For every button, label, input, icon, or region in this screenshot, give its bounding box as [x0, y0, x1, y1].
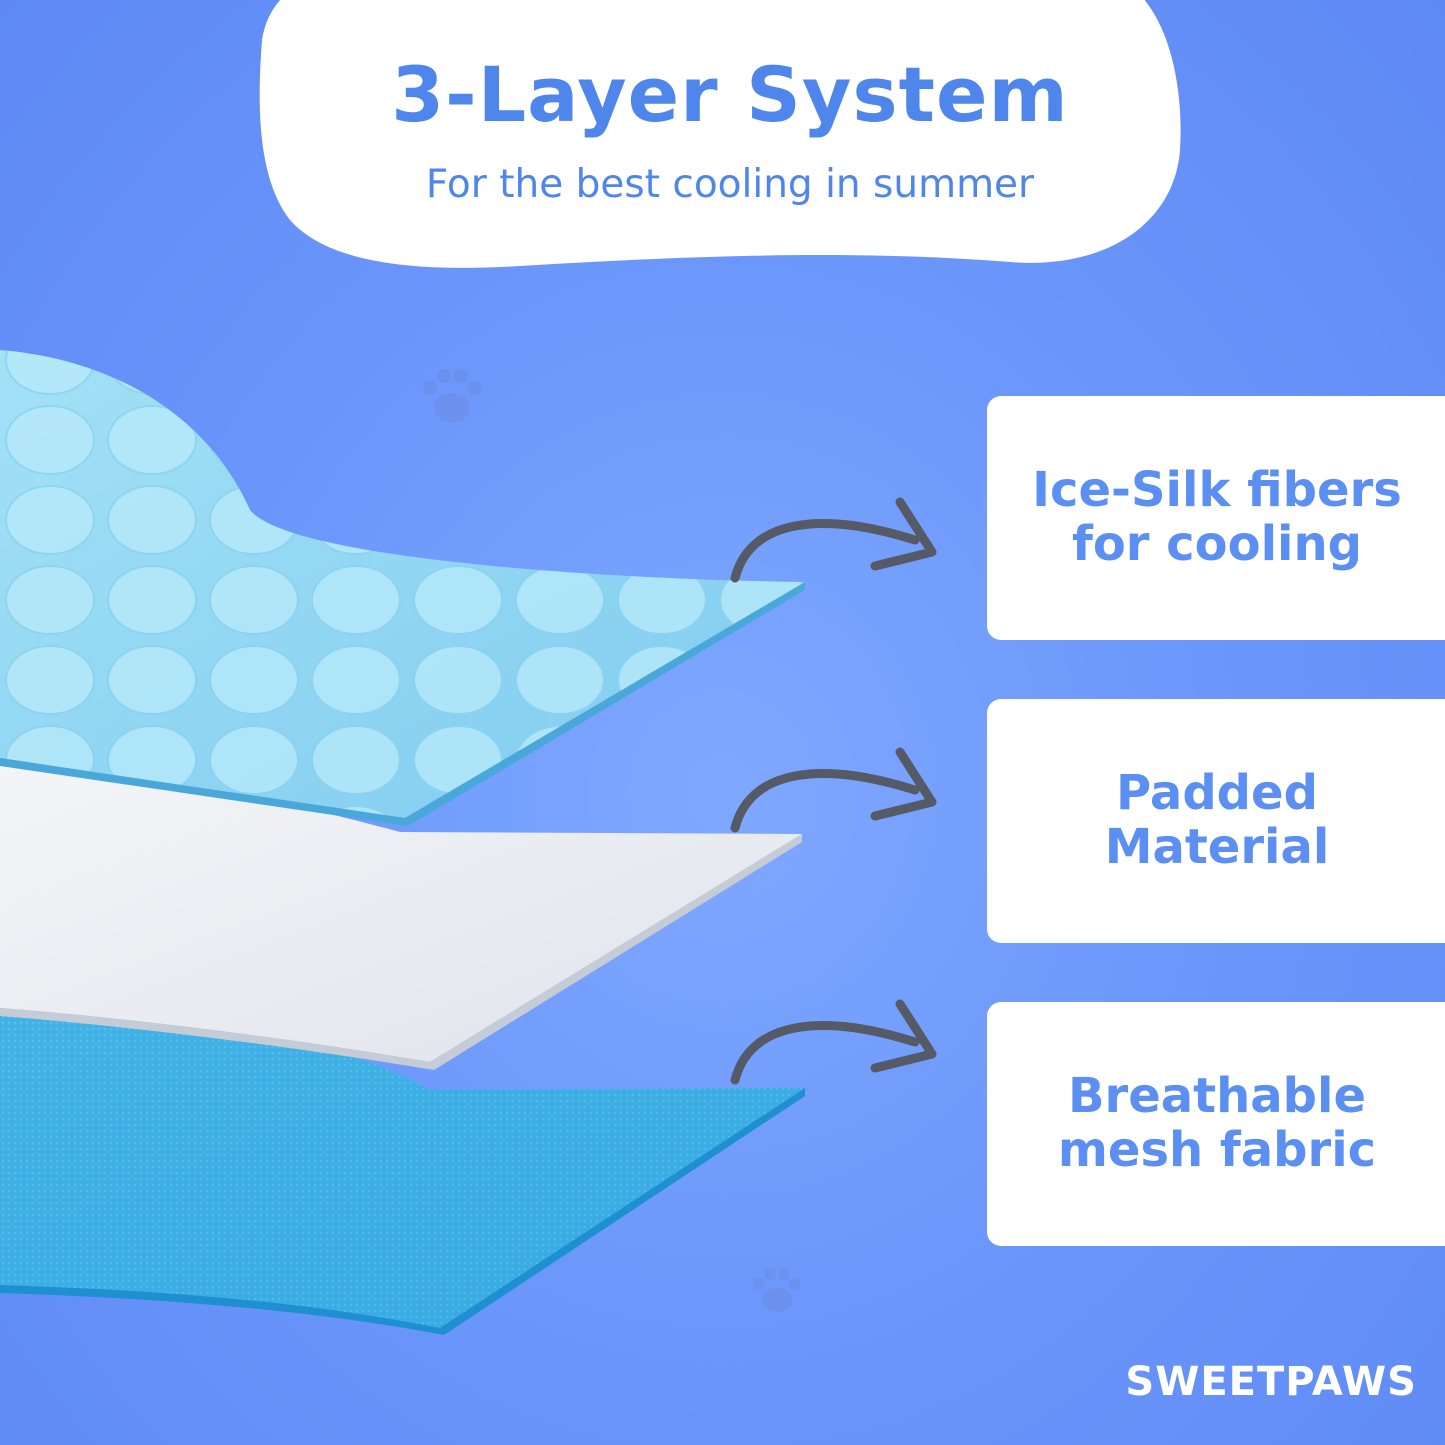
feature-card-label: Padded Material	[1104, 765, 1330, 875]
layer-middle-padded	[0, 760, 802, 1070]
layer-top-ice-silk	[0, 350, 805, 826]
feature-card-label: Ice-Silk fibers for cooling	[1032, 462, 1402, 572]
page-subtitle: For the best cooling in summer	[425, 162, 1035, 207]
paw-print-icon	[423, 369, 482, 423]
feature-card-ice-silk: Ice-Silk fibers for cooling	[987, 396, 1445, 640]
page-title: 3-Layer System	[391, 50, 1069, 139]
feature-card-padded: Padded Material	[987, 699, 1445, 943]
arrow-icon	[730, 747, 937, 833]
arrow-icon	[730, 999, 937, 1085]
feature-card-mesh: Breathable mesh fabric	[987, 1002, 1445, 1246]
arrow-icon	[730, 497, 937, 583]
brand-logo: SWEETPAWS	[1125, 1359, 1417, 1405]
paw-print-icon	[753, 1268, 801, 1312]
header-cloud-shape	[259, 0, 1181, 268]
feature-card-label: Breathable mesh fabric	[1057, 1068, 1377, 1178]
